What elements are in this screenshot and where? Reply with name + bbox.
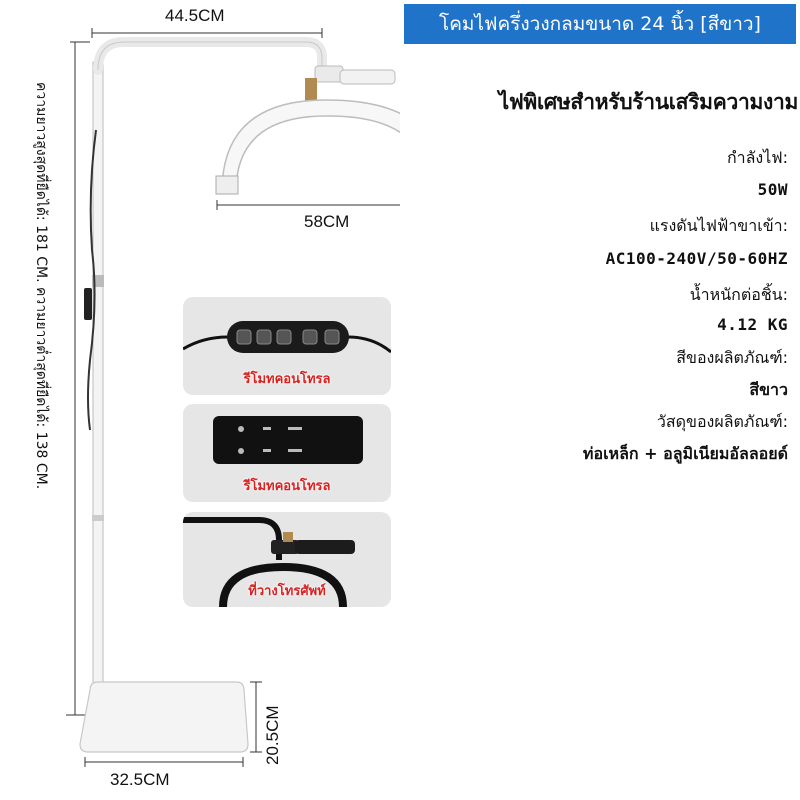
wireless-remote-panel: รีโมทคอนโทรล bbox=[183, 404, 391, 502]
phone-holder bbox=[305, 65, 396, 104]
title-banner: โคมไฟครึ่งวงกลมขนาด 24 นิ้ว [สีขาว] bbox=[404, 4, 796, 44]
spec-voltage-value: AC100-240V/50-60HZ bbox=[605, 249, 788, 268]
power-cable bbox=[87, 129, 97, 431]
height-dimension-line bbox=[66, 41, 90, 716]
spec-color-label: สีของผลิตภัณฑ์: bbox=[676, 348, 788, 367]
spec-power-label: กำลังไฟ: bbox=[726, 148, 788, 167]
title-text: โคมไฟครึ่งวงกลมขนาด 24 นิ้ว [สีขาว] bbox=[439, 13, 761, 35]
wireless-remote-label: รีโมทคอนโทรล bbox=[243, 479, 331, 494]
cable-switch bbox=[84, 288, 92, 320]
arc-width-dimension-line bbox=[216, 200, 400, 210]
base-depth-dimension-line bbox=[250, 681, 262, 753]
top-width-label: 44.5CM bbox=[165, 6, 225, 25]
lamp-pole bbox=[92, 61, 104, 685]
base-depth-label: 20.5CM bbox=[263, 705, 282, 765]
half-moon-light bbox=[221, 99, 400, 193]
spec-material-label: วัสดุของผลิตภัณฑ์: bbox=[656, 412, 788, 431]
inline-remote-image bbox=[183, 321, 391, 354]
spec-weight-label: น้ำหนักต่อชิ้น: bbox=[689, 285, 788, 304]
height-range-label: ความยาวสูงสุดที่ยืดได้: 181 CM. ความยาวต… bbox=[33, 82, 49, 490]
pole-joint-lower bbox=[92, 515, 104, 521]
wireless-remote-image bbox=[213, 416, 363, 464]
arc-width-label: 58CM bbox=[304, 212, 350, 231]
phone-holder-panel: ที่วางโทรศัพท์ bbox=[183, 512, 391, 607]
spec-color-value: สีขาว bbox=[749, 380, 788, 399]
lamp-base bbox=[79, 681, 249, 753]
spec-material-value: ท่อเหล็ก + อลูมิเนียมอัลลอยด์ bbox=[582, 444, 788, 463]
phone-holder-image bbox=[183, 517, 355, 607]
phone-holder-label: ที่วางโทรศัพท์ bbox=[248, 584, 326, 599]
spec-power-value: 50W bbox=[757, 180, 788, 199]
base-width-dimension-line bbox=[84, 757, 244, 767]
top-width-dimension-line bbox=[91, 28, 323, 38]
subtitle: ไฟพิเศษสำหรับร้านเสริมความงาม bbox=[498, 90, 799, 114]
spec-voltage-label: แรงดันไฟฟ้าขาเข้า: bbox=[649, 216, 788, 235]
spec-weight-value: 4.12 KG bbox=[717, 315, 788, 334]
lamp-arm bbox=[93, 37, 327, 80]
inline-remote-panel: รีโมทคอนโทรล bbox=[183, 297, 391, 395]
lamp-illustration bbox=[66, 28, 400, 767]
inline-remote-label: รีโมทคอนโทรล bbox=[243, 372, 331, 387]
base-width-label: 32.5CM bbox=[110, 770, 170, 789]
